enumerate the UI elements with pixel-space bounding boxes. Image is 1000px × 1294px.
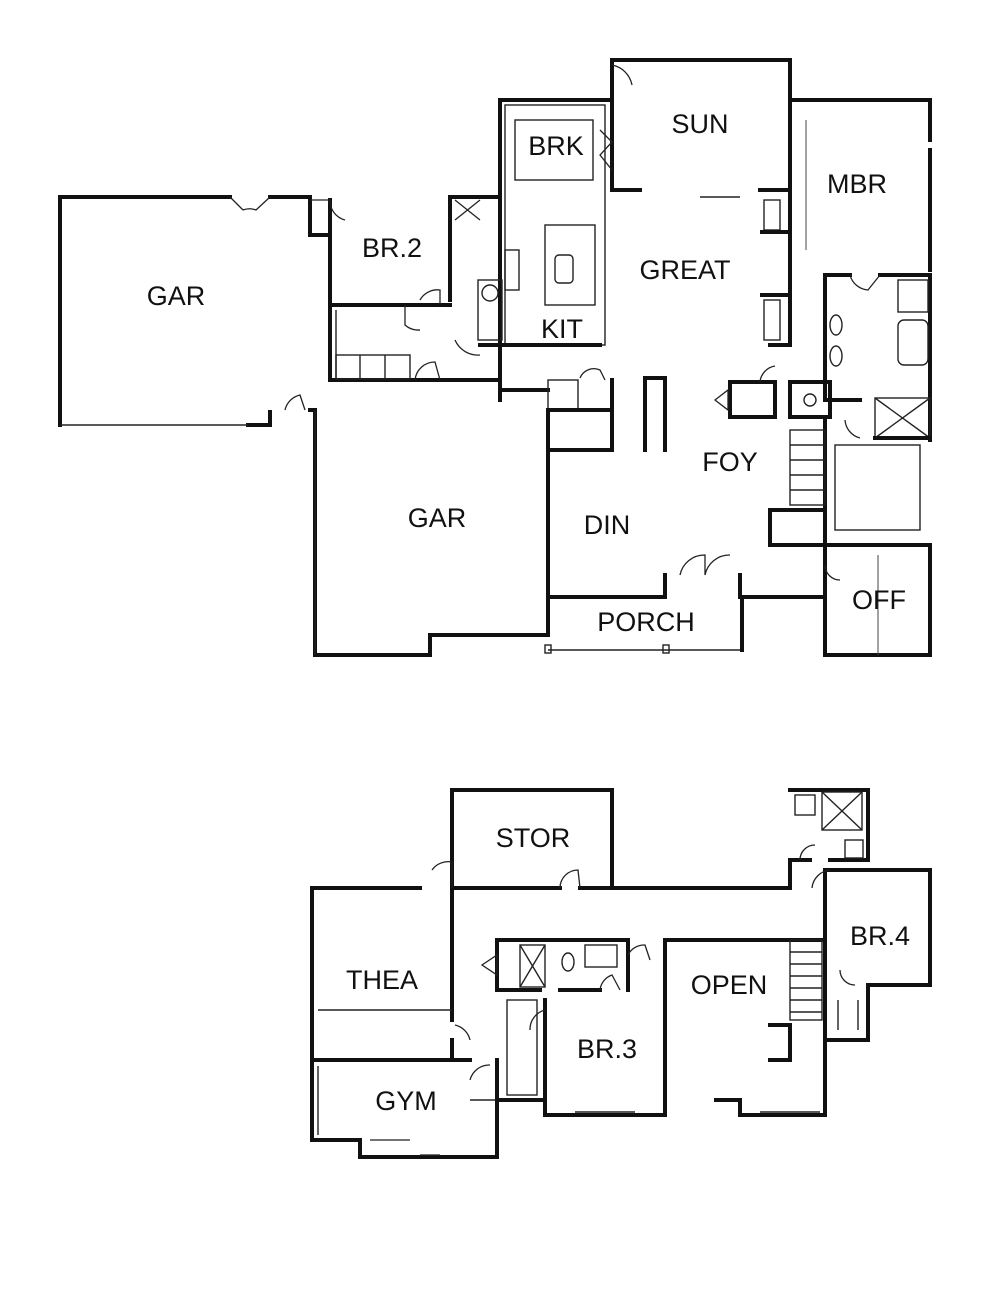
room-label-thea: THEA: [346, 965, 418, 995]
storage-walls: [450, 788, 792, 890]
room-label-gym: GYM: [375, 1086, 437, 1116]
dining-porch-walls: [544, 573, 827, 654]
br3-walls: [495, 938, 827, 1117]
room-label-br2: BR.2: [362, 233, 422, 263]
lower-floor-door-swings: [370, 844, 856, 1156]
theater-gym-walls: [310, 886, 499, 1135]
room-label-great: GREAT: [639, 255, 730, 285]
master-bedroom-walls: [788, 98, 932, 277]
lower-outer-walls: [310, 788, 932, 1159]
lower-floor-room-labels: STOR THEA GYM BR.3 OPEN BR.4: [346, 823, 910, 1116]
foyer-walls: [728, 380, 932, 547]
office-walls: [823, 543, 932, 657]
main-floor-room-labels: GAR BR.2 BRK SUN MBR GREAT KIT GAR FOY D…: [147, 109, 906, 637]
lower-floor-plan: STOR THEA GYM BR.3 OPEN BR.4: [310, 788, 932, 1159]
room-label-gar-left: GAR: [147, 281, 206, 311]
kitchen-walls: [477, 98, 606, 411]
sun-room-walls: [610, 58, 792, 198]
main-floor-plan: GAR BR.2 BRK SUN MBR GREAT KIT GAR FOY D…: [58, 58, 932, 657]
room-label-off: OFF: [852, 585, 906, 615]
room-label-stor: STOR: [496, 823, 571, 853]
room-label-kit: KIT: [541, 314, 583, 344]
room-label-foy: FOY: [702, 447, 758, 477]
room-label-din: DIN: [584, 510, 631, 540]
left-garage-walls: [58, 195, 332, 427]
master-bath-walls: [823, 273, 932, 442]
room-label-br3: BR.3: [577, 1034, 637, 1064]
room-label-sun: SUN: [671, 109, 728, 139]
room-label-open: OPEN: [691, 970, 768, 1000]
room-label-porch: PORCH: [597, 607, 695, 637]
great-room-walls: [643, 188, 792, 452]
center-garage-walls: [308, 378, 614, 657]
room-label-mbr: MBR: [827, 169, 887, 199]
room-label-gar-center: GAR: [408, 503, 467, 533]
room-label-brk: BRK: [528, 131, 584, 161]
main-floor-door-swings: [229, 64, 881, 581]
room-label-br4: BR.4: [850, 921, 910, 951]
lower-stairs: [760, 939, 859, 1113]
